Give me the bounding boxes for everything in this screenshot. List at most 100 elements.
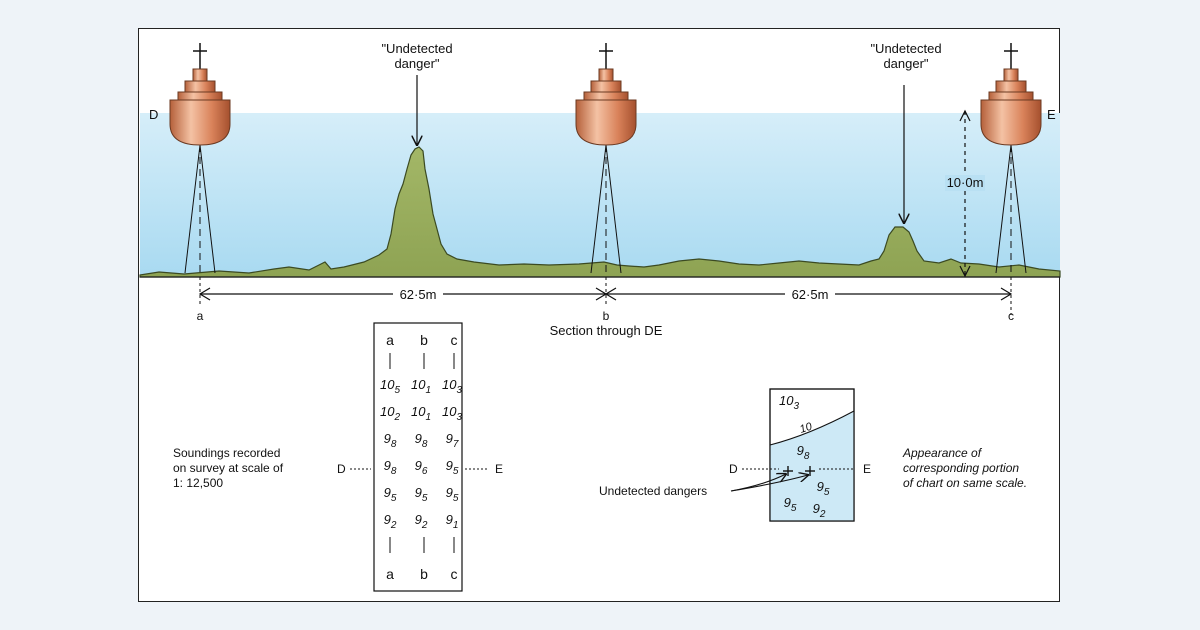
survey-vessel-d xyxy=(169,43,231,146)
sounding-value: 95 xyxy=(384,485,397,504)
survey-vessel-b xyxy=(575,43,637,146)
danger-label-left-line2: danger" xyxy=(394,56,439,71)
label-point-e: E xyxy=(1047,107,1056,122)
soundings-e-label: E xyxy=(495,462,503,476)
foot-label-b: b xyxy=(603,309,610,323)
chart-sounding-value-whole: 10 xyxy=(779,393,794,408)
sounding-value-fraction: 7 xyxy=(453,439,459,450)
sounding-value: 95 xyxy=(446,458,459,477)
label-point-d: D xyxy=(149,107,158,122)
danger-label-right-line1: "Undetected xyxy=(870,41,941,56)
chart-sounding-value: 98 xyxy=(797,443,810,462)
sounding-value-fraction: 1 xyxy=(425,412,431,423)
sounding-col-foot-b: b xyxy=(420,566,428,582)
contour-10-line xyxy=(769,410,855,446)
sounding-beam-b xyxy=(590,144,622,274)
sounding-value: 101 xyxy=(411,404,431,423)
chart-d-label: D xyxy=(729,462,738,476)
chart-sounding-value-fraction: 5 xyxy=(824,487,830,498)
chart-sounding-value-fraction: 5 xyxy=(791,503,797,514)
chart-sounding-value-whole: 9 xyxy=(784,495,791,510)
sounding-col-head-c: c xyxy=(451,332,458,348)
distance-label-right: 62·5m xyxy=(792,287,829,302)
chart-caption-line1: Appearance of xyxy=(902,446,983,460)
chart-sounding-value-whole: 9 xyxy=(797,443,804,458)
sounding-col-head-a: a xyxy=(386,332,394,348)
sounding-value-whole: 9 xyxy=(415,458,422,473)
sounding-value-whole: 9 xyxy=(446,512,453,527)
sounding-value: 98 xyxy=(384,431,397,450)
depth-label: 10·0m xyxy=(947,175,984,190)
sounding-beam-d xyxy=(184,144,216,274)
sounding-value-fraction: 5 xyxy=(453,466,459,477)
chart-shallow-area xyxy=(770,411,854,521)
sounding-value-fraction: 8 xyxy=(391,466,397,477)
chart-sounding-value-whole: 9 xyxy=(817,479,824,494)
chart-sounding-value: 92 xyxy=(813,501,826,520)
chart-sounding-value-fraction: 2 xyxy=(819,509,826,520)
sounding-value: 98 xyxy=(415,431,428,450)
sounding-value: 103 xyxy=(442,404,462,423)
chart-caption-line3: of chart on same scale. xyxy=(903,476,1027,490)
foot-label-c: c xyxy=(1008,309,1014,323)
sounding-value-fraction: 2 xyxy=(390,520,397,531)
diagram-frame: D E "Undetected danger" "Undetected dang… xyxy=(138,28,1061,602)
sounding-value: 91 xyxy=(446,512,459,531)
sounding-value: 101 xyxy=(411,377,431,396)
sounding-value-whole: 10 xyxy=(380,404,395,419)
soundings-caption-line2: on survey at scale of xyxy=(173,461,284,475)
danger-label-left-line1: "Undetected xyxy=(381,41,452,56)
sounding-col-foot-a: a xyxy=(386,566,394,582)
sounding-value-whole: 9 xyxy=(384,458,391,473)
sounding-value-whole: 10 xyxy=(380,377,395,392)
contour-label: 10 xyxy=(798,420,814,435)
sounding-value-fraction: 1 xyxy=(453,520,459,531)
sounding-value-fraction: 3 xyxy=(456,412,462,423)
sounding-beam-e xyxy=(995,144,1027,274)
sounding-value-fraction: 8 xyxy=(422,439,428,450)
chart-e-label: E xyxy=(863,462,871,476)
soundings-caption-line3: 1: 12,500 xyxy=(173,476,223,490)
sounding-value-fraction: 5 xyxy=(453,493,459,504)
sounding-col-foot-c: c xyxy=(451,566,458,582)
sounding-value-whole: 9 xyxy=(415,485,422,500)
sounding-value: 103 xyxy=(442,377,462,396)
sounding-value-whole: 10 xyxy=(411,404,426,419)
sounding-value: 96 xyxy=(415,458,428,477)
sounding-value-fraction: 5 xyxy=(422,493,428,504)
sounding-value-fraction: 5 xyxy=(394,385,400,396)
dangers-leader-2 xyxy=(730,475,808,492)
chart-sounding-value: 95 xyxy=(817,479,830,498)
sounding-value-fraction: 6 xyxy=(422,466,428,477)
sounding-value-fraction: 2 xyxy=(421,520,428,531)
sounding-value-whole: 9 xyxy=(415,431,422,446)
chart-caption-line2: corresponding portion xyxy=(903,461,1019,475)
sounding-col-head-b: b xyxy=(420,332,428,348)
chart-sounding-value-fraction: 3 xyxy=(793,401,799,412)
sounding-value-fraction: 5 xyxy=(391,493,397,504)
survey-vessel-e xyxy=(980,43,1042,146)
sounding-value-whole: 10 xyxy=(411,377,426,392)
foot-label-a: a xyxy=(197,309,204,323)
distance-label-left: 62·5m xyxy=(400,287,437,302)
section-caption: Section through DE xyxy=(550,323,663,338)
sounding-value: 105 xyxy=(380,377,400,396)
sounding-value-whole: 9 xyxy=(446,485,453,500)
sounding-value: 92 xyxy=(384,512,397,531)
sounding-value-whole: 9 xyxy=(384,431,391,446)
sounding-value-whole: 9 xyxy=(384,485,391,500)
sounding-value: 92 xyxy=(415,512,428,531)
survey-diagram: D E "Undetected danger" "Undetected dang… xyxy=(139,41,1061,592)
chart-sounding-value-fraction: 8 xyxy=(804,451,810,462)
sounding-value-fraction: 3 xyxy=(456,385,462,396)
chart-sounding-value: 95 xyxy=(784,495,797,514)
depth-arrow-head-bottom xyxy=(959,265,971,278)
sounding-value: 98 xyxy=(384,458,397,477)
sounding-value-whole: 9 xyxy=(415,512,422,527)
sounding-value: 97 xyxy=(446,431,459,450)
depth-arrow-head-top xyxy=(959,109,971,122)
sounding-value-fraction: 8 xyxy=(391,439,397,450)
